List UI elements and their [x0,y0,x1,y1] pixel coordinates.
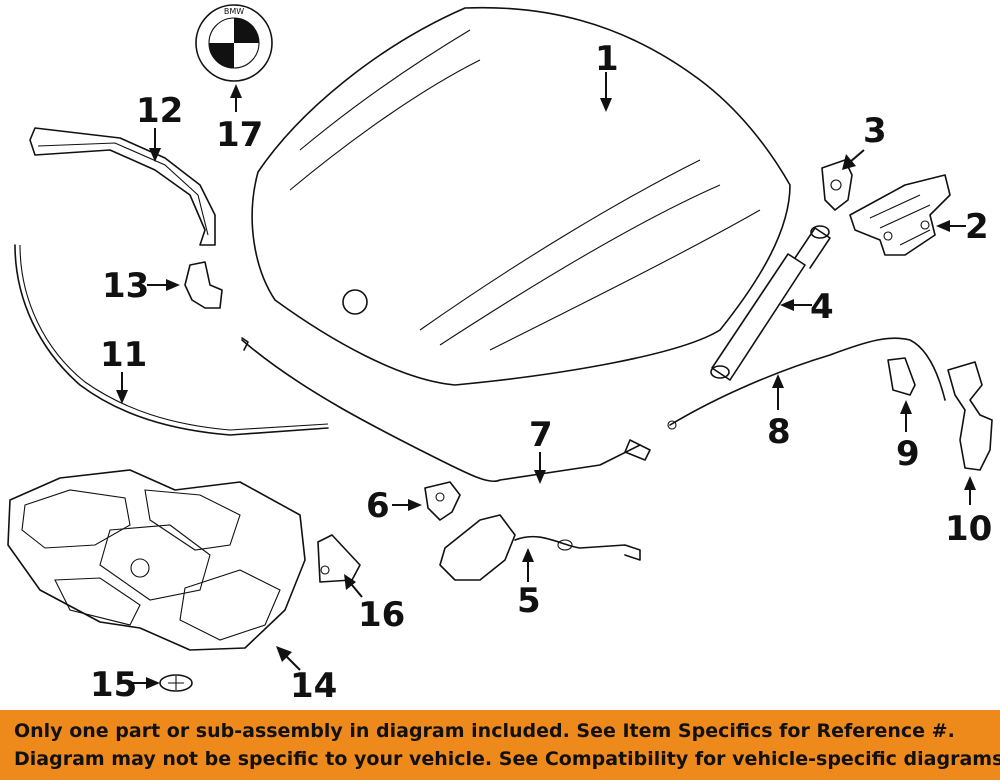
part-10-lock [947,361,993,471]
part-13-clip [184,261,223,309]
part-1-hood [251,6,791,386]
part-2-hinge [849,174,951,256]
part-16-plate [317,534,361,583]
part-7-cable [241,337,651,483]
callout-5: 5 [517,581,541,621]
part-6-bracket [424,481,461,521]
callout-8: 8 [767,412,791,452]
callout-13: 13 [102,266,149,306]
part-17-emblem: BMW [195,4,273,82]
part-9-bracket [887,357,916,396]
callout-2: 2 [965,207,989,247]
callout-15: 15 [90,665,137,705]
part-11-seal [14,244,329,436]
callout-4: 4 [810,287,834,327]
part-8-cable [667,337,946,430]
parts-diagram: BMW [7,4,993,706]
callout-10: 10 [945,509,992,549]
part-4-strut [710,225,831,381]
callout-16: 16 [358,595,405,635]
callout-17: 17 [216,115,263,155]
disclaimer-line-1: Only one part or sub-assembly in diagram… [14,720,955,742]
callout-11: 11 [100,335,147,375]
callout-14: 14 [290,666,337,706]
callout-6: 6 [366,486,390,526]
callout-7: 7 [529,415,553,455]
part-15-clip [159,674,193,692]
callout-12: 12 [136,91,183,131]
part-12-seal [29,127,216,246]
emblem-text: BMW [224,7,244,16]
callout-3: 3 [863,111,887,151]
callout-labels: 1 2 3 4 5 6 7 8 9 10 11 12 13 14 15 16 1… [90,39,992,706]
callout-9: 9 [896,434,920,474]
part-5-latch [439,514,641,581]
leader-arrows [116,72,976,689]
part-14-insulation [7,469,306,651]
disclaimer-line-2: Diagram may not be specific to your vehi… [14,748,1000,770]
callout-1: 1 [595,39,619,79]
disclaimer-banner: Only one part or sub-assembly in diagram… [0,710,1000,780]
